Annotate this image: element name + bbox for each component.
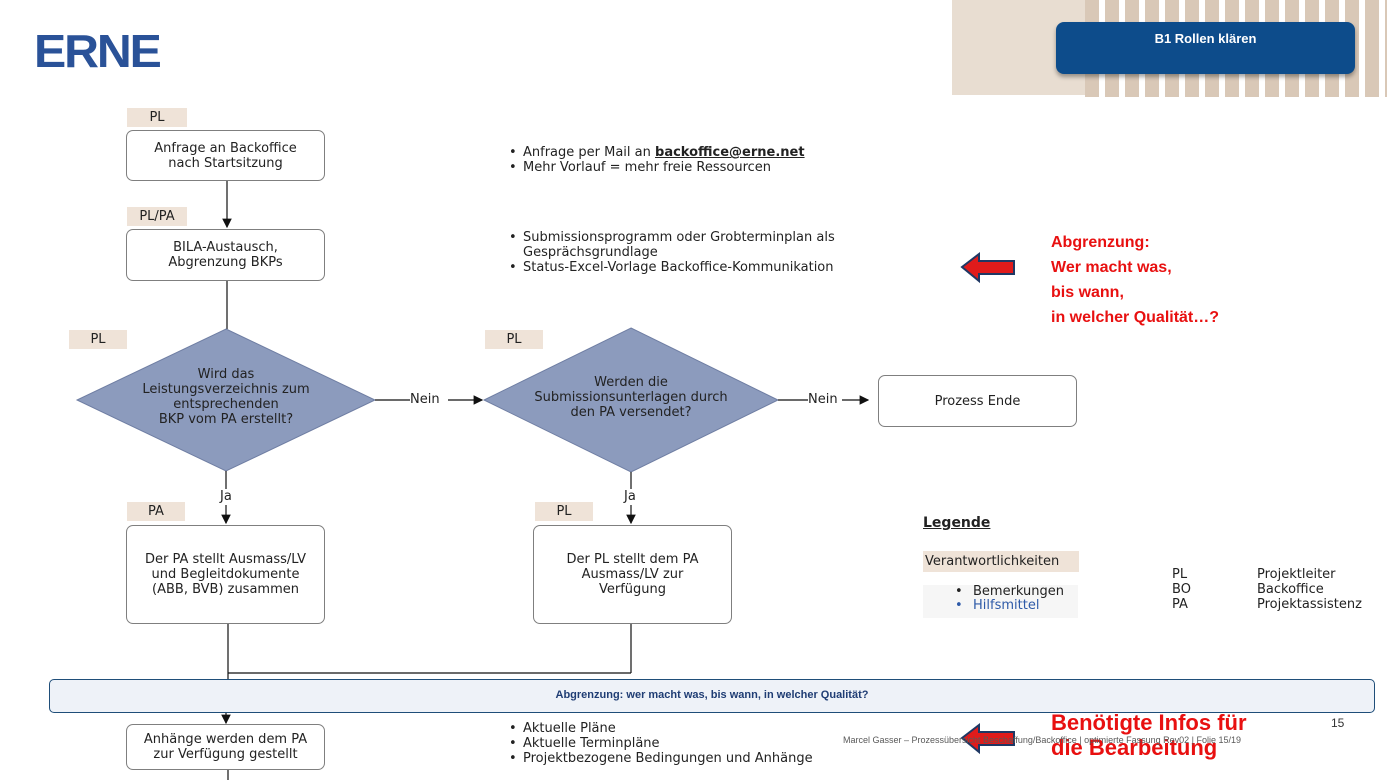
backoffice-email-link[interactable]: backoffice@erne.net <box>655 145 805 160</box>
legend-tools-text: Hilfsmittel <box>973 598 1040 613</box>
note-item: Submissionsprogramm oder Grobterminplan … <box>505 230 925 260</box>
legend-remarks: •Bemerkungen <box>955 584 1065 599</box>
step-pa-compiles: Der PA stellt Ausmass/LV und Begleitdoku… <box>126 525 325 624</box>
note-text: Submissionsprogramm oder Grobterminplan … <box>523 230 835 245</box>
legend-remarks-text: Bemerkungen <box>973 584 1065 599</box>
step-text: Der PA stellt Ausmass/LV <box>144 552 306 567</box>
abbr-meaning: Projektassistenz <box>1257 597 1362 612</box>
abbr-row: BO Backoffice <box>1172 583 1362 598</box>
abbr-row: PL Projektleiter <box>1172 568 1362 583</box>
step-text: BILA-Austausch, <box>173 240 278 255</box>
legend-abbreviations: PL Projektleiter BO Backoffice PA Projektas… <box>1172 568 1362 613</box>
step-attachments: Anhänge werden dem PA zur Verfügung gest… <box>126 724 325 770</box>
step-text: Verfügung <box>598 582 667 597</box>
decision-text: Submissionsunterlagen durch <box>534 390 728 405</box>
abbr-meaning: Projektleiter <box>1257 567 1336 582</box>
legend-tools: •Hilfsmittel <box>955 598 1040 613</box>
step-text: zur Verfügung gestellt <box>153 747 298 762</box>
step-text: Ausmass/LV zur <box>581 567 684 582</box>
abbr-meaning: Backoffice <box>1257 582 1324 597</box>
role-tag: PA <box>127 502 185 521</box>
step-text: und Begleitdokumente <box>151 567 300 582</box>
abbr-code: PA <box>1172 597 1188 612</box>
role-tag: PL <box>127 108 187 127</box>
callout-line: in welcher Qualität…? <box>1051 309 1220 326</box>
step-text: Abgrenzung BKPs <box>168 255 283 270</box>
callout-line: Benötigte Infos für <box>1051 710 1247 735</box>
role-tag: PL <box>69 330 127 349</box>
note-text: Anfrage per Mail an <box>523 145 656 160</box>
step-text: (ABB, BVB) zusammen <box>152 582 299 597</box>
decision-text: Leistungsverzeichnis zum <box>142 382 310 397</box>
erne-logo: ERNE <box>34 25 162 77</box>
end-text: Prozess Ende <box>934 393 1021 409</box>
abbr-code: BO <box>1172 582 1191 597</box>
no-label: Nein <box>410 392 440 407</box>
red-arrow-icon <box>960 251 1015 284</box>
notes-request: Anfrage per Mail an backoffice@erne.net … <box>505 145 905 175</box>
abbr-row: PA Projektassistenz <box>1172 598 1362 613</box>
legend-title: Legende <box>923 515 991 531</box>
yes-label: Ja <box>624 489 636 504</box>
footer-text: Marcel Gasser – Prozessübersicht Beschaf… <box>843 735 1242 745</box>
notes-attachments: Aktuelle Pläne Aktuelle Terminpläne Proj… <box>505 721 905 766</box>
note-item: Mehr Vorlauf = mehr freie Ressourcen <box>505 160 905 175</box>
note-item: Status-Excel-Vorlage Backoffice-Kommunik… <box>505 260 925 275</box>
page-number: 15 <box>1331 716 1345 730</box>
legend-list: •Bemerkungen •Hilfsmittel <box>923 585 1078 618</box>
no-label: Nein <box>808 392 838 407</box>
role-tag: PL <box>535 502 593 521</box>
note-item: Projektbezogene Bedingungen und Anhänge <box>505 751 905 766</box>
decision1-label: Wird das Leistungsverzeichnis zum entspr… <box>126 367 326 427</box>
callout-abgrenzung: Abgrenzung: Wer macht was, bis wann, in … <box>1051 230 1371 330</box>
bottom-banner: Abgrenzung: wer macht was, bis wann, in … <box>49 679 1375 713</box>
step-request-backoffice: Anfrage an Backoffice nach Startsitzung <box>126 130 325 181</box>
step-pl-provides: Der PL stellt dem PA Ausmass/LV zur Verf… <box>533 525 732 624</box>
callout-line: Abgrenzung: <box>1051 234 1150 251</box>
section-badge: B1 Rollen klären <box>1056 22 1355 74</box>
note-text: Gesprächsgrundlage <box>523 245 658 260</box>
abbr-code: PL <box>1172 567 1188 582</box>
decision-text: Wird das <box>197 367 255 382</box>
decision2-label: Werden die Submissionsunterlagen durch d… <box>511 375 751 420</box>
note-item: Aktuelle Terminpläne <box>505 736 905 751</box>
role-tag: PL/PA <box>127 207 187 226</box>
step-bila-exchange: BILA-Austausch, Abgrenzung BKPs <box>126 229 325 281</box>
note-item: Aktuelle Pläne <box>505 721 905 736</box>
step-text: Anfrage an Backoffice <box>154 140 297 156</box>
callout-infos: Benötigte Infos für die Bearbeitung <box>1051 710 1351 760</box>
role-tag: PL <box>485 330 543 349</box>
step-text: nach Startsitzung <box>168 155 283 171</box>
callout-line: Wer macht was, <box>1051 259 1172 276</box>
step-text: Anhänge werden dem PA <box>143 732 308 747</box>
legend-responsibilities: Verantwortlichkeiten <box>923 551 1079 572</box>
red-arrow-icon <box>960 722 1015 755</box>
step-text: Der PL stellt dem PA <box>566 552 699 567</box>
notes-bila: Submissionsprogramm oder Grobterminplan … <box>505 230 925 275</box>
callout-line: die Bearbeitung <box>1051 735 1218 760</box>
decision-text: BKP vom PA erstellt? <box>158 412 294 427</box>
decision-text: entsprechenden <box>173 397 279 412</box>
decision-text: Werden die <box>594 375 668 390</box>
process-end: Prozess Ende <box>878 375 1077 427</box>
callout-line: bis wann, <box>1051 284 1124 301</box>
note-item: Anfrage per Mail an backoffice@erne.net <box>505 145 905 160</box>
decision-text: den PA versendet? <box>570 405 692 420</box>
yes-label: Ja <box>220 489 232 504</box>
